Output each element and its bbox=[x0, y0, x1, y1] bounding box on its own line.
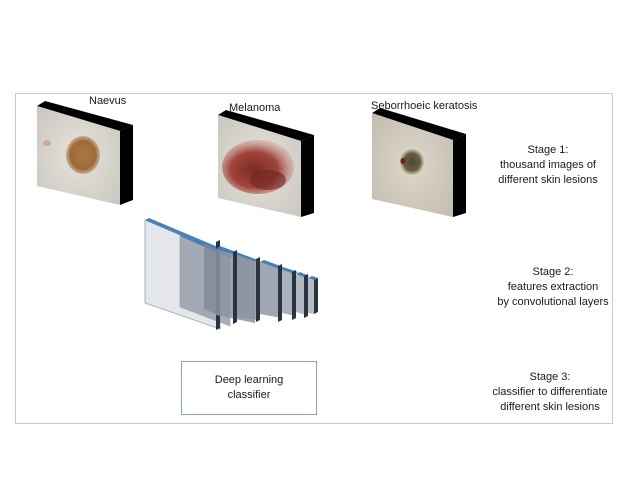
melanoma-image-card bbox=[218, 110, 314, 217]
classifier-line-1: Deep learning bbox=[214, 374, 284, 386]
stage-2-line-2: by convolutional layers bbox=[497, 296, 609, 308]
lesion-label-seborrhoeic-keratosis: Seborrhoeic keratosis bbox=[371, 100, 478, 112]
stage-3-title: Stage 3: bbox=[529, 371, 571, 383]
stage-1-title: Stage 1: bbox=[527, 144, 569, 156]
stage-3-line-2: different skin lesions bbox=[500, 401, 600, 413]
stage-2-title: Stage 2: bbox=[532, 266, 574, 278]
stage-3-description: Stage 3: classifier to differentiate dif… bbox=[475, 370, 625, 415]
classifier-line-2: classifier bbox=[227, 389, 271, 401]
convolutional-layers-stack bbox=[144, 218, 318, 330]
lesion-label-naevus: Naevus bbox=[89, 95, 127, 107]
stage-1-line-2: different skin lesions bbox=[498, 174, 598, 186]
naevus-image-card bbox=[37, 101, 133, 205]
lesion-label-melanoma: Melanoma bbox=[229, 102, 281, 114]
stage-1-description: Stage 1: thousand images of different sk… bbox=[473, 143, 623, 188]
stage-1-line-1: thousand images of bbox=[499, 159, 596, 171]
diagram-frame bbox=[15, 93, 613, 424]
stage-2-line-1: features extraction bbox=[507, 281, 599, 293]
deep-learning-classifier-box: Deep learning classifier bbox=[181, 361, 317, 415]
stage-2-description: Stage 2: features extraction by convolut… bbox=[478, 265, 628, 310]
stage-3-line-1: classifier to differentiate bbox=[492, 386, 608, 398]
seborrhoeic-keratosis-image-card bbox=[372, 108, 466, 217]
